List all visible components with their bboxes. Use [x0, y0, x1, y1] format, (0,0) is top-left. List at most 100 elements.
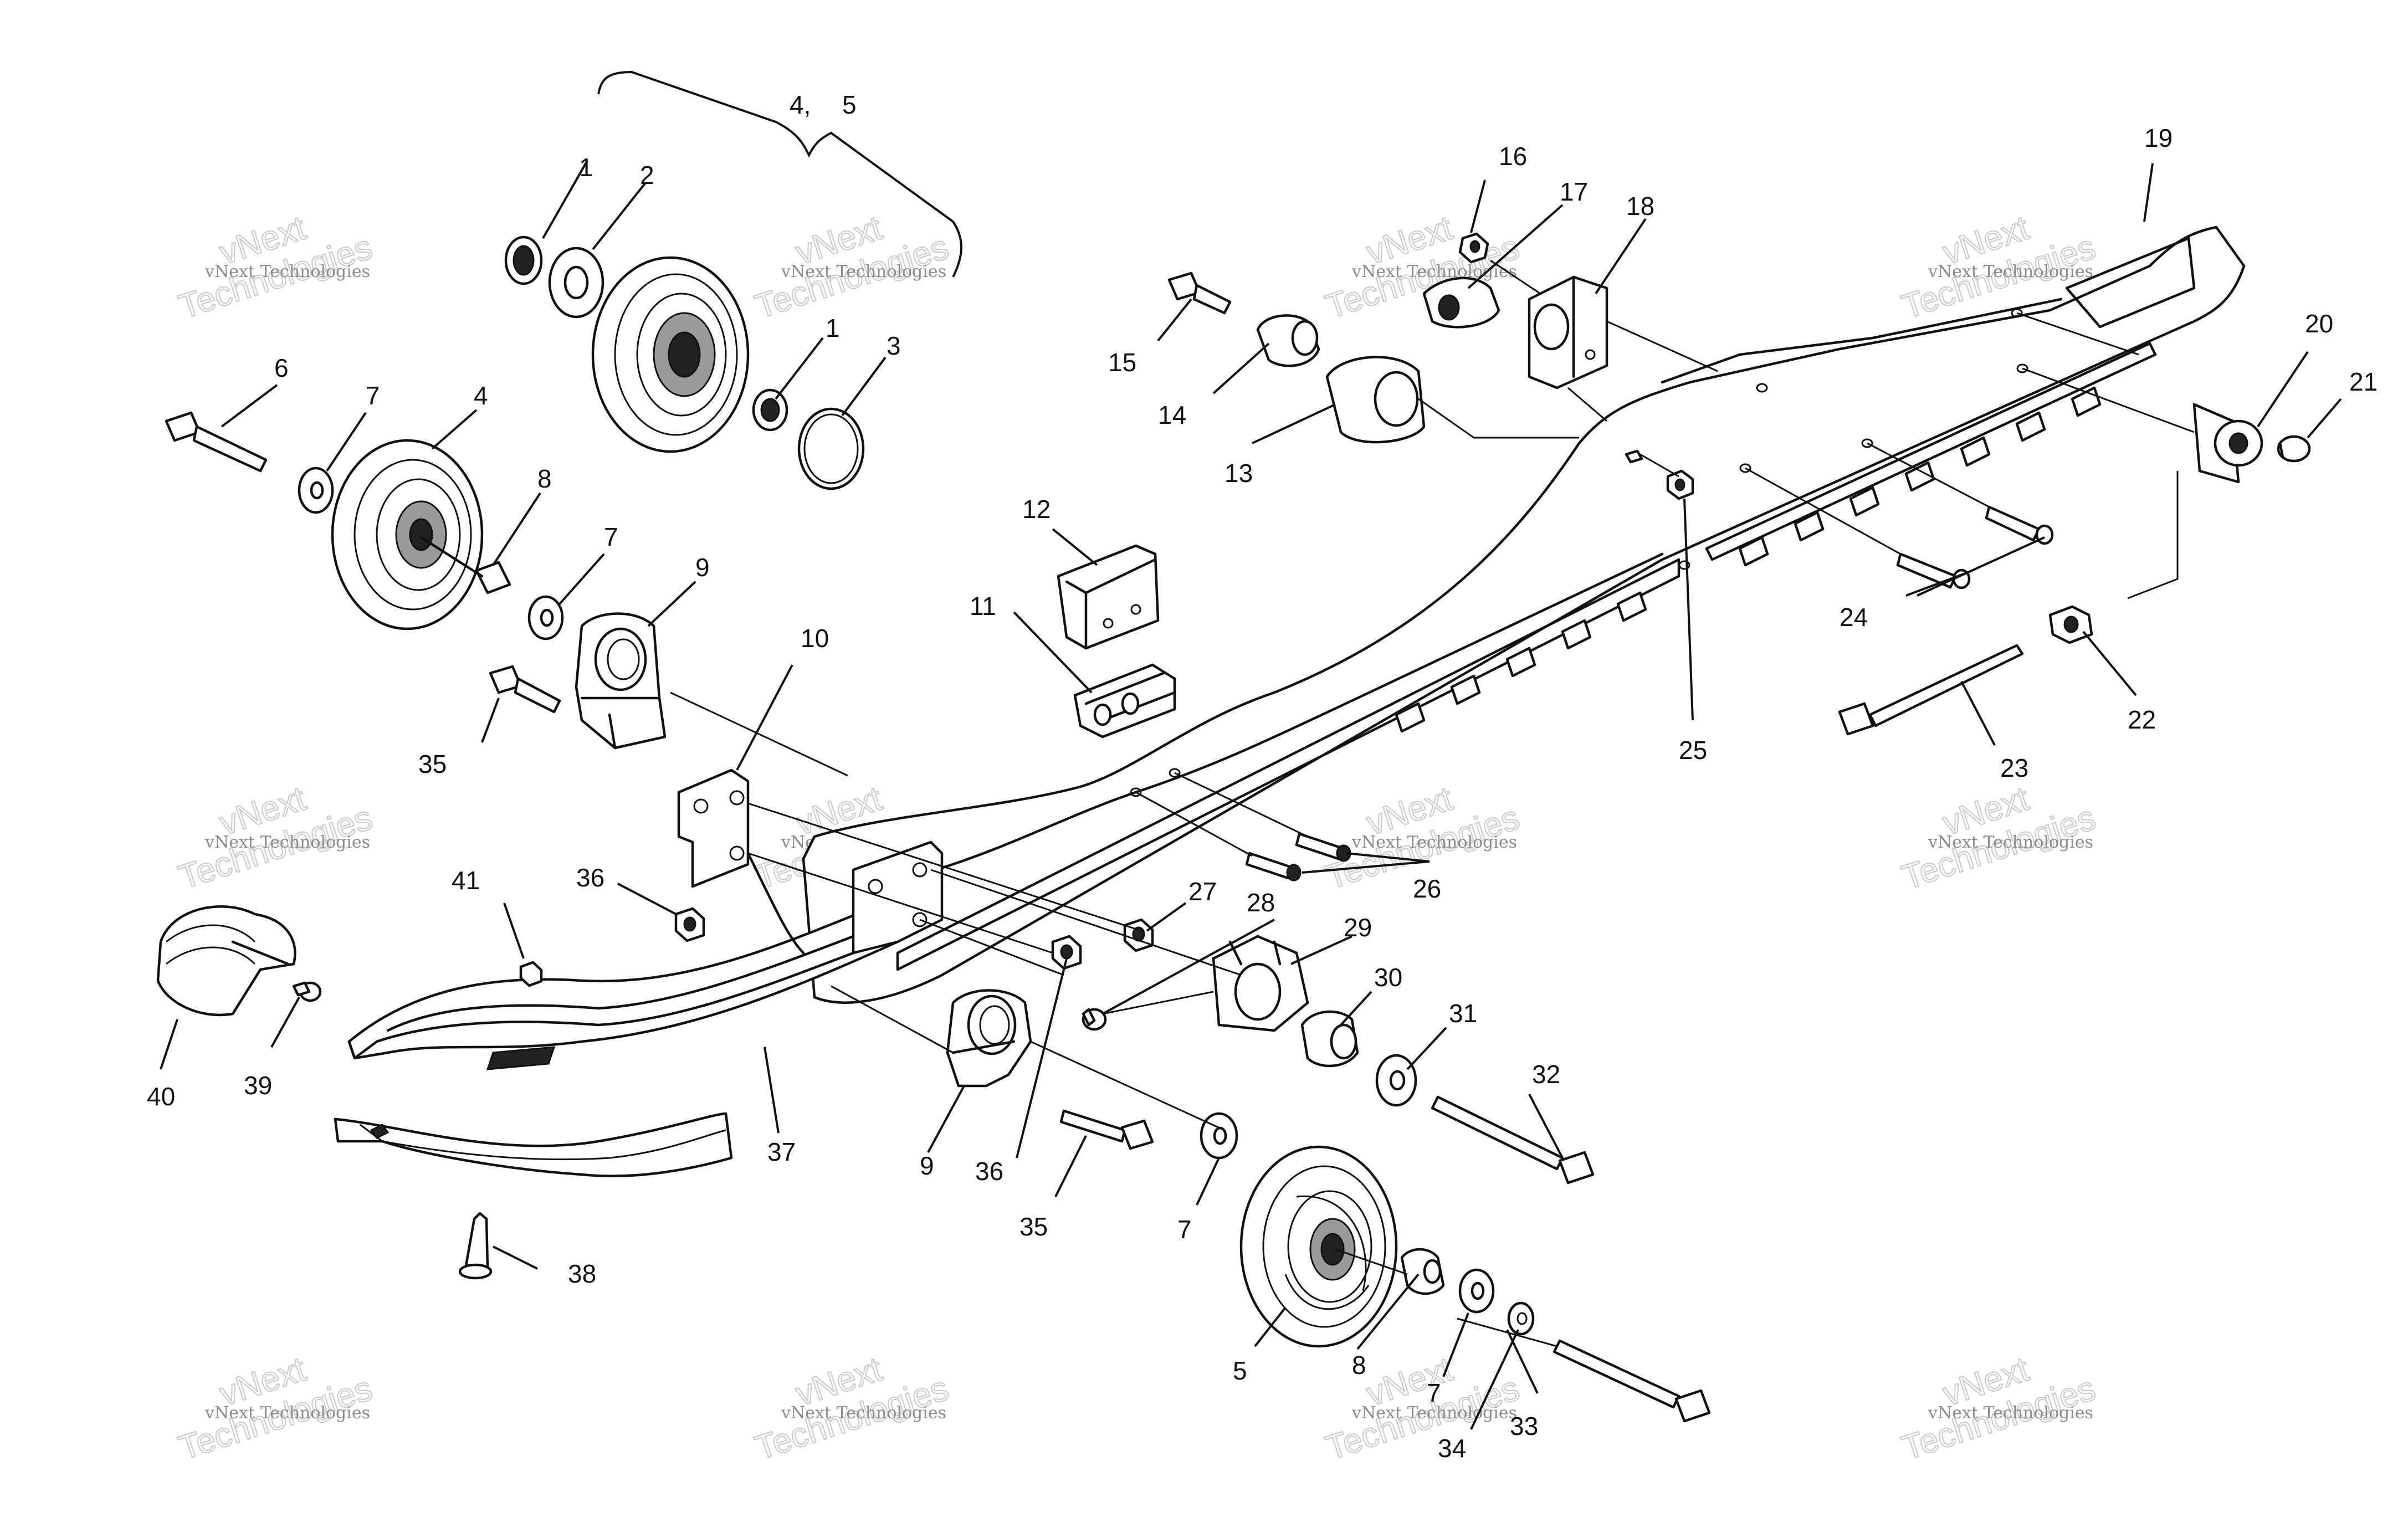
callout-35-top: 35	[418, 750, 447, 778]
watermark: Technologies vNext vNext Technologies	[173, 1350, 377, 1468]
bolt-15	[1167, 271, 1232, 315]
callout-29: 29	[1344, 913, 1372, 942]
rail-handle-slot	[2065, 237, 2196, 329]
callout-38: 38	[568, 1259, 596, 1288]
callout-9-top: 9	[695, 553, 710, 582]
watermark-small: vNext Technologies	[1928, 1403, 2093, 1423]
callout-10: 10	[801, 624, 829, 653]
callout-9-lower: 9	[920, 1151, 934, 1180]
callout-17: 17	[1560, 177, 1588, 206]
callout-32: 32	[1532, 1060, 1560, 1089]
cap-17	[1422, 276, 1500, 329]
spacer-8-left	[419, 536, 511, 594]
callout-36-left: 36	[576, 863, 604, 892]
watermark-small: vNext Technologies	[1928, 262, 2093, 281]
watermark-small: vNext Technologies	[204, 262, 370, 281]
callout-12: 12	[1022, 495, 1051, 524]
callout-7-lower-left: 7	[1177, 1215, 1192, 1244]
bracket-20	[2192, 403, 2263, 484]
slide-rail-assembly	[347, 225, 2246, 1070]
callout-8-a: 8	[537, 464, 552, 493]
watermark: Technologies vNext vNext Technologies	[173, 779, 377, 898]
bolt-32	[1431, 1095, 1595, 1185]
washer-7-lower-right	[1458, 1268, 1495, 1314]
callout-13: 13	[1225, 459, 1253, 488]
bolt-24-b	[1896, 552, 1971, 589]
callout-34: 34	[1438, 1434, 1466, 1463]
callout-7-b: 7	[604, 522, 618, 551]
top-idler-group	[504, 70, 962, 490]
slide-rail	[802, 225, 2246, 1004]
washer-34	[1507, 1301, 1535, 1336]
rail-slots	[1395, 386, 2102, 733]
bolt-26-a	[1295, 832, 1351, 862]
callout-4-brace: 4,	[790, 90, 811, 119]
front-rail-inner	[386, 918, 899, 1032]
front-rail-tip	[347, 1040, 378, 1060]
callout-6: 6	[274, 353, 289, 382]
nut-36-left	[674, 907, 705, 942]
callout-5-brace: 5	[842, 90, 857, 119]
leader-lines	[160, 160, 2342, 1430]
watermark-small: vNext Technologies	[1351, 833, 1517, 852]
spacer-14	[1256, 314, 1320, 367]
brace-4-5	[597, 70, 962, 278]
front-rail-slot	[486, 1046, 556, 1070]
watermark: Technologies vNext vNext Technologies	[1897, 779, 2100, 898]
nut-22	[2048, 605, 2093, 644]
callout-28: 28	[1247, 888, 1275, 917]
washer-7-lower-left	[1200, 1112, 1238, 1160]
callout-25: 25	[1679, 736, 1707, 765]
bolt-35-upper	[489, 665, 561, 714]
watermark-small: vNext Technologies	[1351, 262, 1517, 281]
rail-body-inner	[863, 552, 1664, 888]
nut-36-right	[1051, 935, 1082, 970]
callout-21: 21	[2349, 367, 2378, 396]
callout-41: 41	[452, 866, 480, 895]
callout-18: 18	[1626, 192, 1654, 221]
bolt-6	[165, 411, 268, 473]
callout-30: 30	[1374, 963, 1402, 992]
bumper-13	[1325, 356, 1426, 444]
mount-9-lower	[946, 989, 1032, 1088]
callout-19: 19	[2144, 124, 2173, 152]
callout-40: 40	[147, 1082, 175, 1111]
screw-39	[292, 981, 322, 1002]
callout-4: 4	[474, 381, 488, 410]
block-18	[1528, 275, 1608, 389]
bolt-23	[1838, 644, 2024, 736]
callout-37: 37	[767, 1137, 796, 1166]
slider-block-12	[1057, 544, 1160, 650]
rail-top-edge	[1661, 298, 2063, 384]
idler-wheel-top	[591, 256, 750, 453]
washer-7-mid	[527, 595, 564, 640]
nut-41	[519, 961, 543, 987]
front-rail-inner-2	[375, 935, 899, 1043]
callout-7-lower-right: 7	[1427, 1378, 1441, 1407]
watermark-small: vNext Technologies	[781, 262, 946, 281]
rivet-38	[458, 1212, 493, 1280]
wear-strip	[334, 1112, 733, 1177]
watermark: Technologies vNext vNext Technologies	[750, 1350, 954, 1468]
callout-26: 26	[1413, 874, 1441, 903]
callout-2: 2	[640, 161, 654, 189]
watermark-small: vNext Technologies	[781, 1403, 946, 1423]
rail-groove	[896, 558, 1681, 971]
cap-21	[2277, 435, 2311, 463]
bolt-35-lower	[1059, 1109, 1154, 1150]
rear-bracket	[852, 840, 944, 955]
callout-7-a: 7	[366, 381, 380, 410]
watermark-small: vNext Technologies	[1351, 1403, 1517, 1423]
idler-wheel-5	[1239, 1145, 1398, 1348]
callout-1-right: 1	[826, 314, 840, 342]
callout-14: 14	[1158, 401, 1186, 429]
callout-33: 33	[1510, 1412, 1538, 1440]
spacer-2	[548, 247, 604, 319]
callout-8-lower: 8	[1352, 1351, 1366, 1380]
callout-5: 5	[1233, 1356, 1247, 1385]
watermark: Technologies vNext vNext Technologies	[1897, 1350, 2100, 1468]
nut-16	[1458, 232, 1489, 264]
callout-36-right: 36	[975, 1157, 1003, 1186]
watermark-small: vNext Technologies	[204, 833, 370, 852]
